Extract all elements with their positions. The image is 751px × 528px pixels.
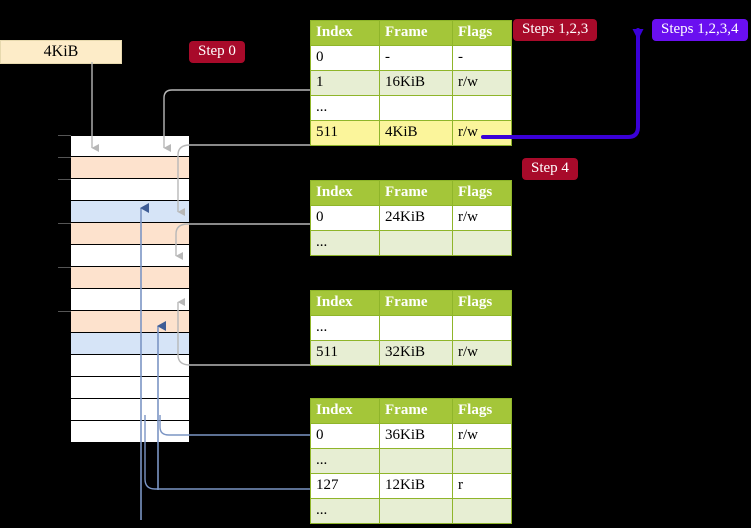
table-cell: 0	[310, 45, 380, 71]
memory-frame-row	[70, 420, 190, 443]
memory-frame-row	[70, 178, 190, 201]
column-header-index: Index	[310, 20, 380, 46]
memory-frame-row	[70, 222, 190, 245]
table-cell: -	[452, 45, 512, 71]
table-row: ...	[310, 230, 512, 256]
column-header-flags: Flags	[452, 180, 512, 206]
column-header-frame: Frame	[379, 398, 453, 424]
page-size-box: 4KiB	[0, 40, 122, 64]
table-row: ...	[310, 95, 512, 121]
table-cell: ...	[310, 95, 380, 121]
memory-frame-row	[70, 354, 190, 377]
table-cell: 0	[310, 423, 380, 449]
table-row: 0--	[310, 45, 512, 71]
memory-frame-row	[70, 135, 190, 158]
column-header-frame: Frame	[379, 290, 453, 316]
memory-tick-marks	[58, 135, 72, 415]
table-cell: r/w	[452, 423, 512, 449]
table-cell	[452, 95, 512, 121]
column-header-flags: Flags	[452, 20, 512, 46]
step-0-badge: Step 0	[189, 41, 245, 63]
column-header-frame: Frame	[379, 20, 453, 46]
table-cell: 16KiB	[379, 70, 453, 96]
steps-123-badge: Steps 1,2,3	[513, 19, 598, 41]
step-4-badge: Step 4	[522, 158, 578, 180]
memory-frame-row	[70, 288, 190, 311]
tick-mark	[58, 157, 71, 158]
table-cell: r/w	[452, 205, 512, 231]
memory-frame-row	[70, 200, 190, 223]
table-cell: ...	[310, 498, 380, 524]
table-cell: 511	[310, 340, 380, 366]
table-cell	[379, 498, 453, 524]
table-cell: 32KiB	[379, 340, 453, 366]
table-cell: r	[452, 473, 512, 499]
table-cell: 12KiB	[379, 473, 453, 499]
column-header-index: Index	[310, 398, 380, 424]
memory-frame-row	[70, 332, 190, 355]
tick-mark	[58, 135, 71, 136]
table-cell	[379, 230, 453, 256]
table-row: ...	[310, 498, 512, 524]
table-cell: 1	[310, 70, 380, 96]
table-cell: 0	[310, 205, 380, 231]
column-header-index: Index	[310, 290, 380, 316]
column-header-flags: Flags	[452, 290, 512, 316]
table-cell: r/w	[452, 340, 512, 366]
table-cell: 24KiB	[379, 205, 453, 231]
connector-t2r511-to-memory	[177, 298, 310, 366]
table-cell: 511	[310, 120, 380, 146]
table-cell	[379, 315, 453, 341]
table-cell	[452, 448, 512, 474]
memory-frame-row	[70, 376, 190, 399]
connector-t0r511-to-memory	[177, 144, 310, 216]
table-cell: 36KiB	[379, 423, 453, 449]
table-cell	[452, 315, 512, 341]
memory-frame-row	[70, 266, 190, 289]
table-cell	[379, 95, 453, 121]
column-header-index: Index	[310, 180, 380, 206]
column-header-flags: Flags	[452, 398, 512, 424]
physical-memory-column	[70, 135, 190, 443]
page-size-label: 4KiB	[43, 43, 79, 60]
table-cell: r/w	[452, 120, 512, 146]
tick-mark	[58, 311, 71, 312]
table-cell: ...	[310, 448, 380, 474]
table-row: ...	[310, 448, 512, 474]
column-header-frame: Frame	[379, 180, 453, 206]
tick-mark	[58, 223, 71, 224]
table-cell	[379, 448, 453, 474]
table-cell: r/w	[452, 70, 512, 96]
tick-mark	[58, 179, 71, 180]
memory-frame-row	[70, 310, 190, 333]
table-cell: 127	[310, 473, 380, 499]
table-cell: -	[379, 45, 453, 71]
table-cell: ...	[310, 315, 380, 341]
table-cell: ...	[310, 230, 380, 256]
memory-frame-row	[70, 244, 190, 267]
tick-mark	[58, 267, 71, 268]
connector-t1r0-to-memory	[175, 223, 310, 260]
table-cell	[452, 498, 512, 524]
table-cell	[452, 230, 512, 256]
table-row: ...	[310, 315, 512, 341]
memory-frame-row	[70, 156, 190, 179]
steps-1234-badge: Steps 1,2,3,4	[652, 19, 748, 41]
memory-frame-row	[70, 398, 190, 421]
table-cell: 4KiB	[379, 120, 453, 146]
